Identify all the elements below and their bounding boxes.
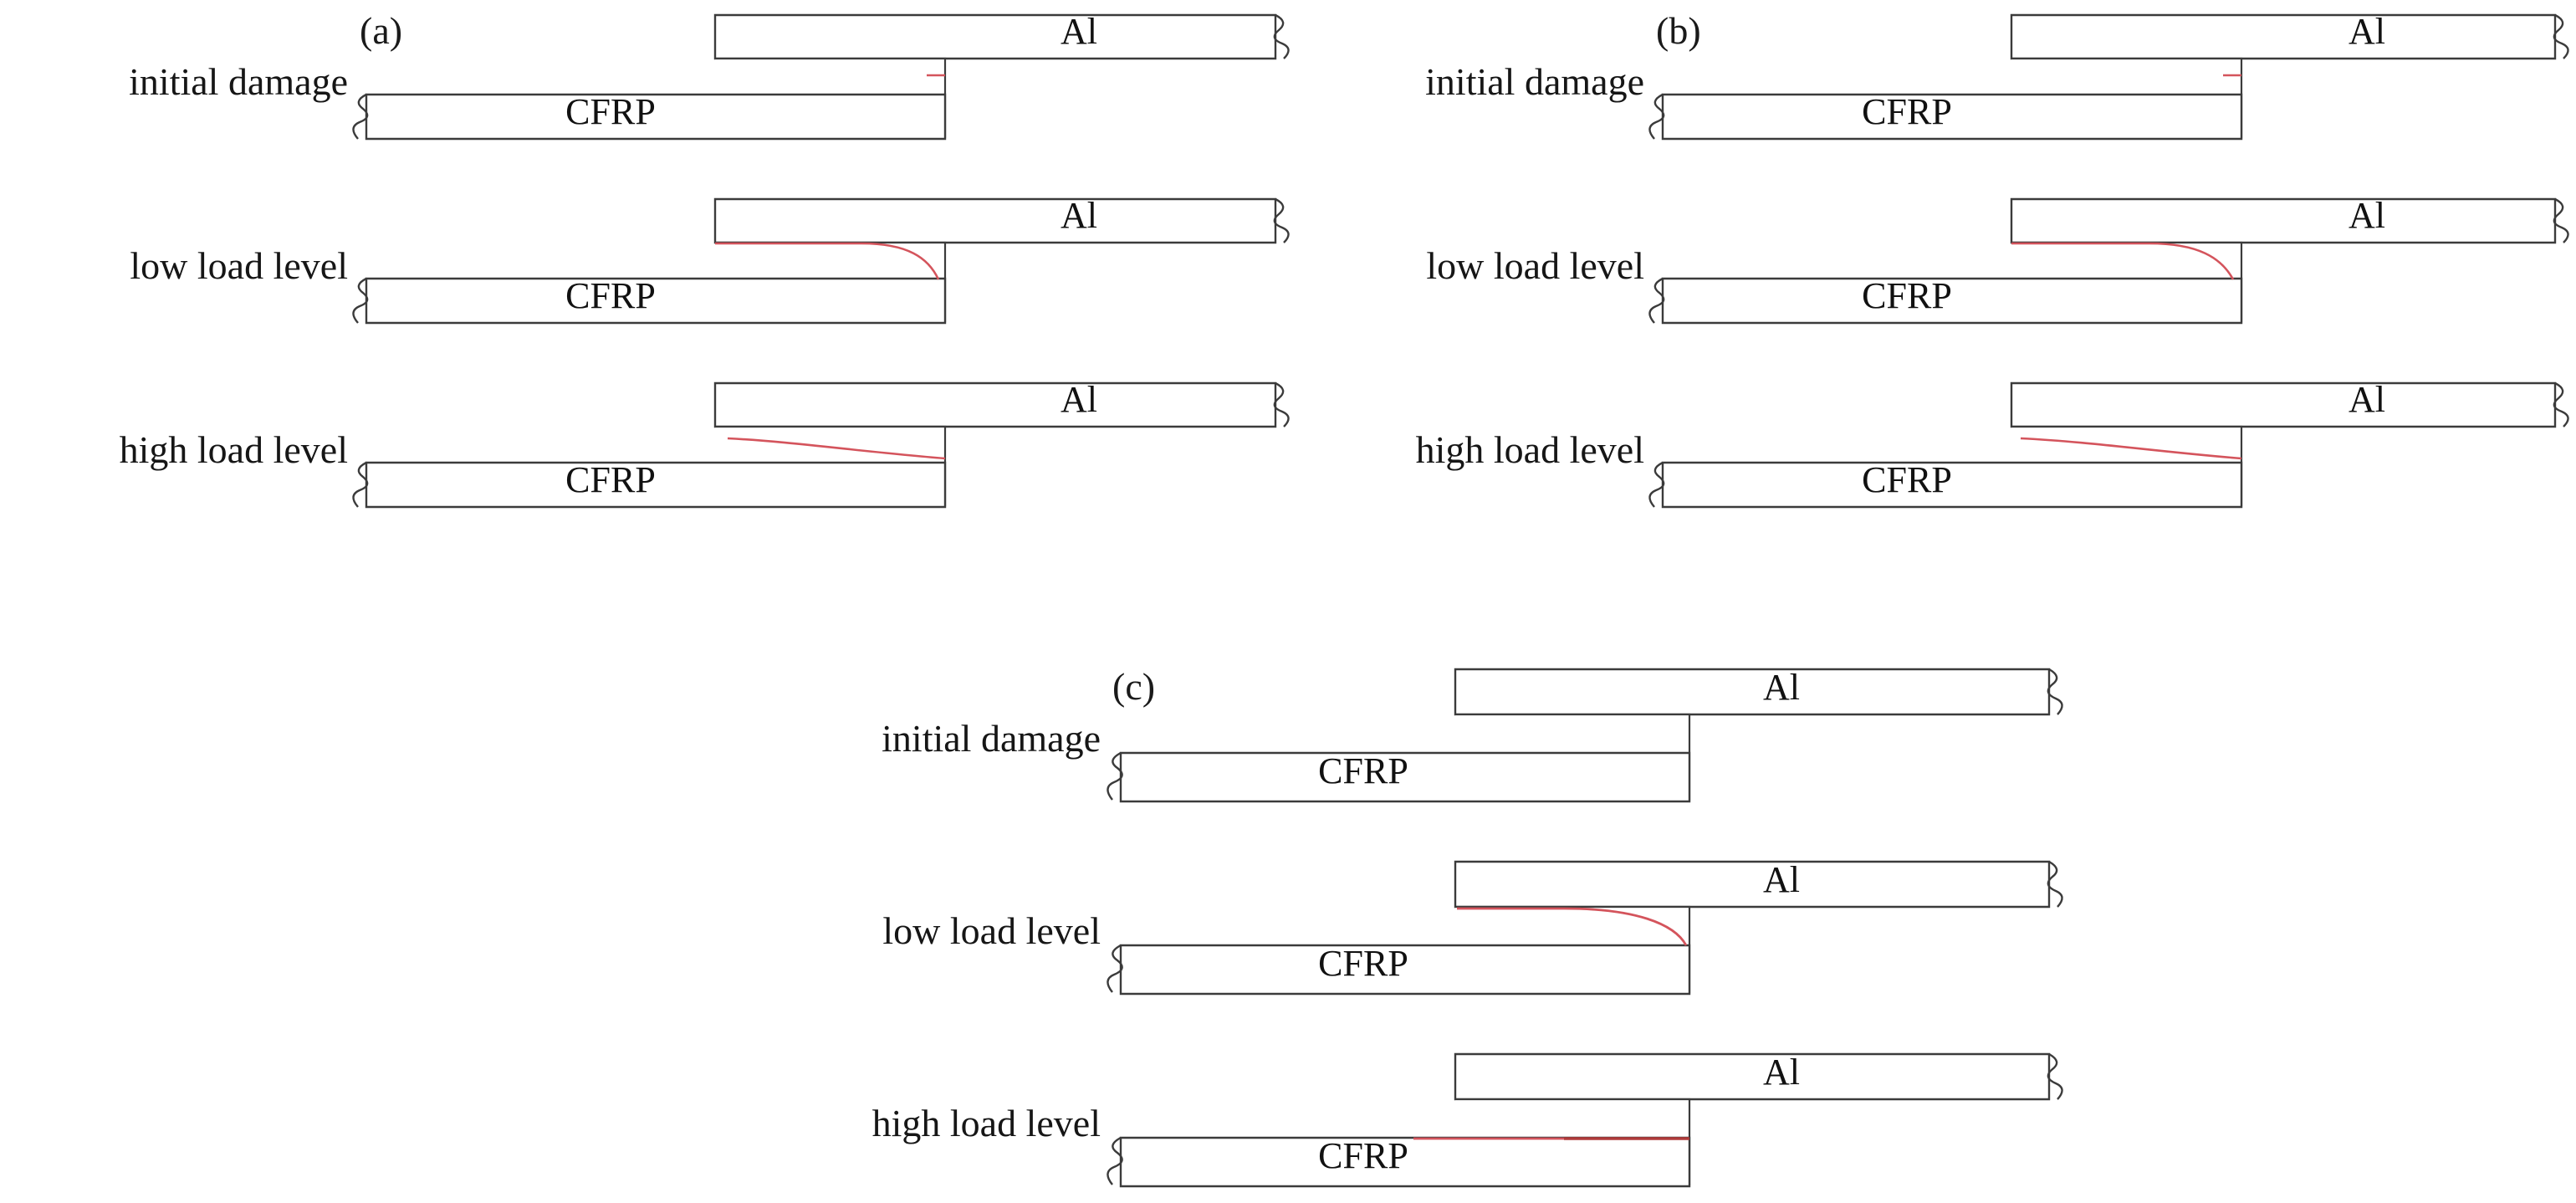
al-adherend-outline — [2010, 381, 2557, 428]
al-break-symbol-icon — [2553, 197, 2569, 243]
panel-a-label: (a) — [360, 9, 403, 52]
cfrp-break-symbol-icon — [1107, 944, 1123, 993]
crack-path — [1457, 907, 1688, 946]
cfrp-adherend-outline — [1661, 277, 2243, 325]
al-label: Al — [1763, 1052, 1800, 1093]
crack-path — [715, 242, 940, 280]
al-label: Al — [1061, 379, 1097, 420]
al-adherend-outline — [713, 197, 1277, 244]
al-adherend-outline — [2010, 197, 2557, 244]
joint-diagram: Al CFRP — [1648, 375, 2576, 525]
cfrp-label: CFRP — [1862, 91, 1952, 132]
joint-diagram: Al CFRP — [1648, 191, 2576, 341]
row-label-low-load-level: low load level — [882, 909, 1101, 952]
al-adherend-outline — [1454, 860, 2051, 909]
row-label-low-load-level: low load level — [130, 244, 348, 287]
al-adherend-outline — [2010, 13, 2557, 60]
row-label-initial-damage: initial damage — [1425, 60, 1644, 103]
cfrp-label: CFRP — [565, 275, 656, 316]
panel-c-row-low-load-level: low load level Al CFRP — [882, 852, 2116, 1011]
panel-a-row-low-load-level: low load level Al CFRP — [130, 191, 1296, 341]
row-label-high-load-level: high load level — [119, 428, 348, 471]
row-label-initial-damage: initial damage — [129, 60, 348, 103]
joint-diagram: Al CFRP — [1107, 852, 2124, 1011]
cfrp-break-symbol-icon — [352, 93, 369, 140]
row-label-high-load-level: high load level — [1415, 428, 1644, 471]
joint-diagram: Al CFRP — [1107, 1044, 2124, 1203]
cfrp-label: CFRP — [1318, 750, 1408, 791]
cfrp-label: CFRP — [1318, 1135, 1408, 1176]
panel-b-row-high-load-level: high load level Al CFRP — [1416, 375, 2576, 525]
row-label-high-load-level: high load level — [871, 1102, 1101, 1144]
al-break-symbol-icon — [1273, 13, 1290, 59]
al-break-symbol-icon — [1273, 381, 1290, 427]
cfrp-adherend-outline — [1661, 461, 2243, 509]
panel-a: (a) initial damage Al CFRP — [0, 0, 1305, 535]
cfrp-label: CFRP — [565, 91, 656, 132]
cfrp-break-symbol-icon — [1107, 1136, 1123, 1185]
al-label: Al — [2349, 379, 2385, 420]
cfrp-adherend-outline — [1661, 93, 2243, 141]
crack-path — [727, 437, 946, 460]
crack-path — [2020, 437, 2242, 460]
cfrp-break-symbol-icon — [1648, 461, 1665, 508]
cfrp-label: CFRP — [1318, 943, 1408, 984]
cfrp-label: CFRP — [1862, 275, 1952, 316]
panel-b-row-initial-damage: initial damage Al CFRP — [1425, 7, 2576, 157]
joint-diagram: Al CFRP — [1107, 659, 2124, 818]
al-label: Al — [1763, 667, 1800, 708]
panel-c: (c) initial damage Al CFRP — [719, 653, 2141, 1188]
panel-a-row-initial-damage: initial damage Al CFRP — [129, 7, 1296, 157]
al-label: Al — [1061, 195, 1097, 236]
al-adherend-outline — [713, 13, 1277, 60]
joint-diagram: Al CFRP — [352, 375, 1305, 525]
cfrp-label: CFRP — [1862, 459, 1952, 500]
al-adherend-outline — [713, 381, 1277, 428]
row-label-initial-damage: initial damage — [882, 717, 1101, 760]
panel-c-row-initial-damage: initial damage Al CFRP — [882, 659, 2116, 818]
panel-b-label: (b) — [1656, 9, 1701, 52]
cfrp-break-symbol-icon — [1107, 751, 1123, 801]
panel-c-label: (c) — [1112, 665, 1156, 708]
cfrp-adherend-outline — [1119, 944, 1691, 996]
al-adherend-outline — [1454, 668, 2051, 716]
row-label-low-load-level: low load level — [1426, 244, 1644, 287]
joint-diagram: Al CFRP — [352, 191, 1305, 341]
al-break-symbol-icon — [2047, 1052, 2063, 1100]
al-break-symbol-icon — [2553, 381, 2569, 427]
panel-c-row-high-load-level: high load level Al CFRP — [872, 1044, 2116, 1203]
joint-diagram: Al CFRP — [1648, 7, 2576, 157]
al-break-symbol-icon — [1273, 197, 1290, 243]
al-break-symbol-icon — [2553, 13, 2569, 59]
cfrp-adherend-outline — [365, 93, 947, 141]
cfrp-adherend-outline — [365, 277, 947, 325]
al-label: Al — [2349, 11, 2385, 52]
cfrp-break-symbol-icon — [1648, 93, 1665, 140]
panel-a-row-high-load-level: high load level Al CFRP — [120, 375, 1296, 525]
cfrp-break-symbol-icon — [352, 461, 369, 508]
al-adherend-outline — [1454, 1052, 2051, 1101]
cfrp-adherend-outline — [365, 461, 947, 509]
joint-diagram: Al CFRP — [352, 7, 1305, 157]
cfrp-break-symbol-icon — [352, 277, 369, 324]
panel-b-row-low-load-level: low load level Al CFRP — [1426, 191, 2576, 341]
al-break-symbol-icon — [2047, 860, 2063, 908]
cfrp-label: CFRP — [565, 459, 656, 500]
al-label: Al — [1763, 859, 1800, 900]
al-label: Al — [1061, 11, 1097, 52]
cfrp-adherend-outline — [1119, 751, 1691, 803]
crack-path — [2011, 242, 2235, 280]
al-break-symbol-icon — [2047, 668, 2063, 715]
al-label: Al — [2349, 195, 2385, 236]
panel-b: (b) initial damage Al CFRP low load leve — [1305, 0, 2576, 535]
cfrp-break-symbol-icon — [1648, 277, 1665, 324]
